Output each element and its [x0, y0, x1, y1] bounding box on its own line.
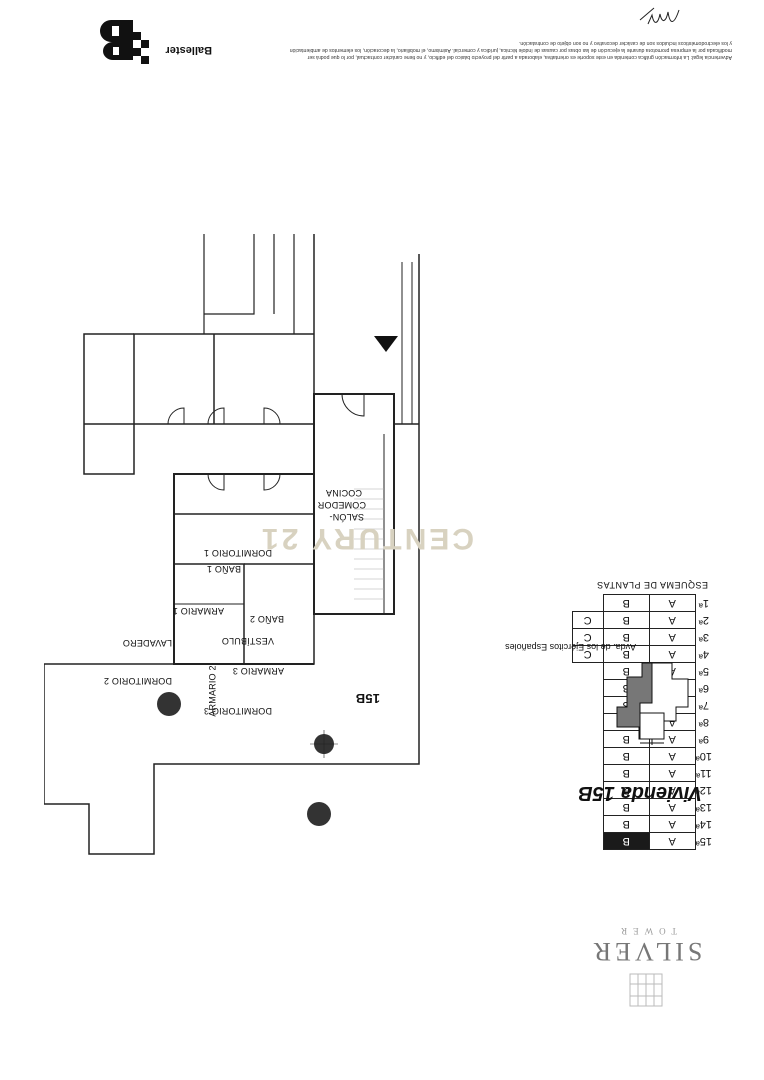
room-armario-2: ARMARIO 2	[207, 665, 218, 717]
floor-scheme-title: ESQUEMA DE PLANTAS	[596, 580, 708, 590]
room-bano-2: BAÑO 2	[249, 614, 284, 624]
floor-label: 14ª	[695, 818, 712, 830]
floor-label: 10ª	[695, 750, 712, 762]
floor-unit-cell: A	[649, 628, 696, 646]
entrance-arrow-icon	[374, 336, 398, 352]
floor-unit-cell: B	[603, 594, 650, 612]
floor-unit-cell: A	[649, 764, 696, 782]
legal-line-1: Advertencia legal: La información gráfic…	[307, 54, 732, 60]
floor-unit-cell: A	[649, 747, 696, 765]
silver-tower-logo: SILVER TOWER	[586, 890, 706, 1010]
floor-unit-cell: B	[603, 764, 650, 782]
unit-title: Vivienda 15B	[578, 782, 702, 804]
tree-icon	[157, 692, 181, 716]
room-dormitorio-2: DORMITORIO 2	[103, 676, 172, 686]
project-sub: TOWER	[615, 926, 677, 936]
floor-unit-cell: A	[649, 832, 696, 850]
room-cocina: COCINA	[325, 488, 362, 498]
entrance-tag: 15B	[355, 691, 380, 706]
legal-line-3: y los electrodomésticos incluidos son de…	[518, 40, 732, 46]
tower-emblem-icon	[629, 973, 663, 1007]
project-name: SILVER	[589, 937, 703, 966]
location-key	[584, 655, 704, 745]
street-label: Avda. de los Ejércitos Españoles	[505, 642, 636, 652]
room-vestibulo: VESTÍBULO	[221, 636, 274, 646]
room-comedor: COMEDOR	[317, 500, 366, 510]
floor-unit-cell: A	[649, 815, 696, 833]
floor-unit-cell: B	[603, 815, 650, 833]
floor-label: 2ª	[698, 614, 709, 626]
floor-unit-cell: A	[649, 611, 696, 629]
floor-label: 3ª	[698, 631, 709, 643]
floor-label: 1ª	[698, 597, 709, 609]
signature	[634, 2, 684, 30]
room-lavadero: LAVADERO	[122, 638, 172, 648]
floor-plan: SALÓN- COMEDOR COCINA DORMITORIO 1 BAÑO …	[44, 234, 424, 894]
floor-label: 11ª	[696, 767, 712, 779]
floor-label: 15ª	[695, 835, 712, 847]
ballester-logo	[89, 16, 149, 64]
room-armario-3: ARMARIO 3	[232, 666, 284, 676]
tree-icon	[307, 802, 331, 826]
tree-icon	[310, 730, 338, 758]
floor-unit-cell: B	[603, 832, 650, 850]
floor-unit-cell: A	[649, 594, 696, 612]
floor-unit-cell: B	[603, 611, 650, 629]
room-armario-1: ARMARIO 1	[172, 606, 224, 616]
agency-watermark: CENTURY 21	[258, 522, 474, 555]
room-bano-1: BAÑO 1	[206, 564, 241, 574]
floor-unit-cell: B	[603, 747, 650, 765]
floor-unit-cell: C	[572, 611, 604, 629]
legal-notice: Advertencia legal: La información gráfic…	[172, 39, 732, 60]
legal-line-2: modificada por la empresa promotora dura…	[289, 47, 732, 53]
